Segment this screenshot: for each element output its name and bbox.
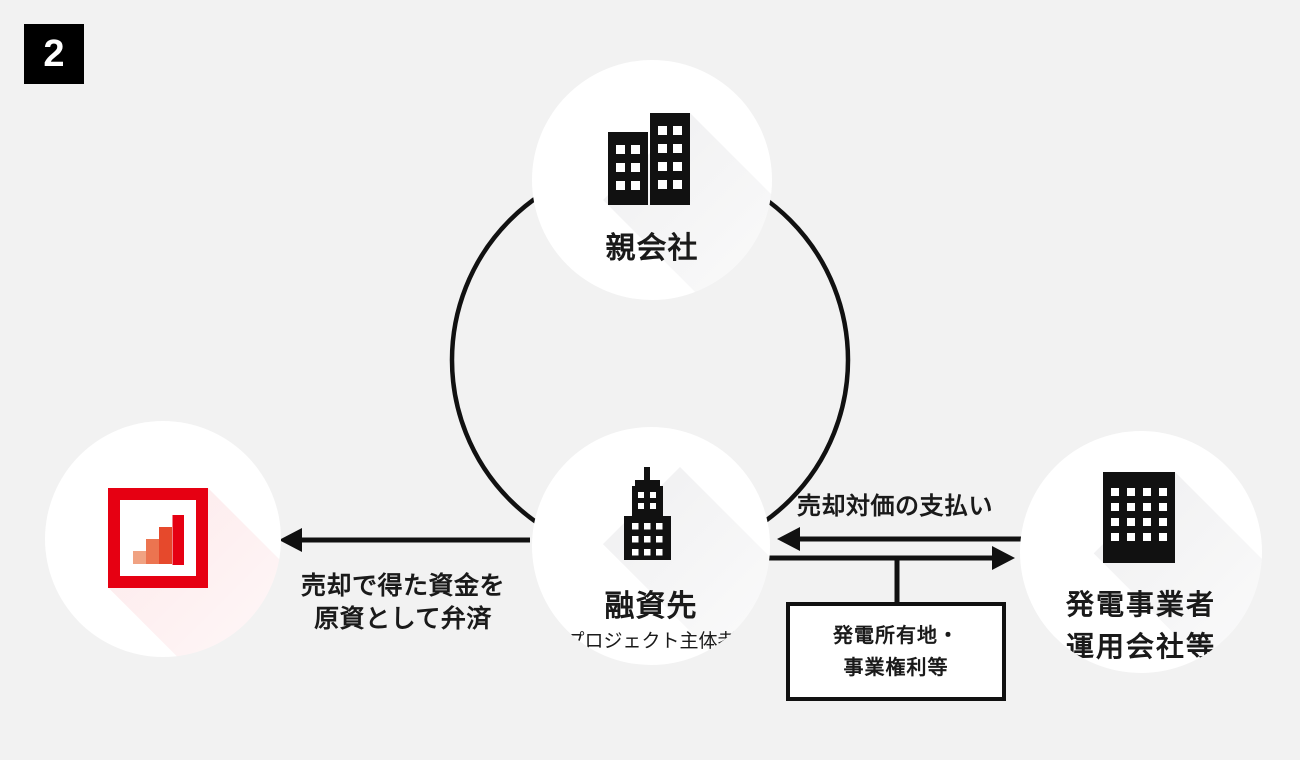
- node-borrower: 融資先 （プロジェクト主体者）: [532, 427, 770, 665]
- payment-arrow: [777, 527, 1021, 551]
- node-operator: 発電事業者 運用会社等: [1020, 431, 1262, 673]
- corporate-tower-icon: [624, 467, 671, 560]
- operator-label-line1: 発電事業者: [1065, 589, 1216, 620]
- asset-box: 発電所有地・ 事業権利等: [786, 602, 1006, 701]
- parent-company-label: 親会社: [605, 232, 699, 265]
- payment-caption: 売却対価の支払い: [797, 493, 993, 520]
- grid-windows-building-icon: [1103, 472, 1175, 563]
- borrower-sublabel: （プロジェクト主体者）: [546, 631, 756, 652]
- node-parent-company: 親会社: [532, 60, 772, 300]
- asset-box-line1: 発電所有地・: [833, 624, 959, 647]
- operator-label-line2: 運用会社等: [1065, 631, 1216, 662]
- asset-transfer-arrow: [769, 546, 1015, 606]
- node-lender: [45, 421, 281, 657]
- repayment-caption-line1: 売却で得た資金を: [300, 572, 505, 600]
- bar-chart-logo-icon: [108, 488, 208, 588]
- repayment-caption: 売却で得た資金を 原資として弁済: [290, 570, 516, 636]
- asset-box-line2: 事業権利等: [843, 656, 949, 679]
- repayment-caption-line2: 原資として弁済: [314, 605, 492, 633]
- repayment-arrow: [279, 528, 530, 552]
- office-buildings-icon: [608, 113, 690, 205]
- step-number-badge: 2: [24, 24, 84, 84]
- borrower-label: 融資先: [604, 590, 698, 623]
